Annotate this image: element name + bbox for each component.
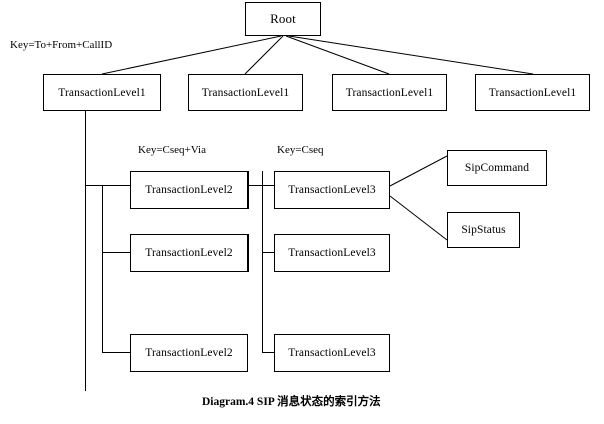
edge-root-to-level1-1 (101, 35, 282, 75)
node-label: TransactionLevel1 (58, 86, 146, 99)
diagram-caption: Diagram.4 SIP 消息状态的索引方法 (202, 396, 381, 408)
node-transactionlevel2-3[interactable]: TransactionLevel2 (130, 334, 248, 372)
node-label: TransactionLevel3 (288, 184, 376, 196)
node-sipcommand[interactable]: SipCommand (447, 150, 547, 186)
node-sipstatus[interactable]: SipStatus (447, 212, 520, 248)
node-transactionlevel3-2[interactable]: TransactionLevel3 (274, 234, 390, 272)
node-transactionlevel1-3[interactable]: TransactionLevel1 (332, 74, 447, 111)
edge-level3-to-sipstatus (389, 195, 448, 241)
key-label-level3: Key=Cseq (277, 144, 324, 156)
node-transactionlevel3-3[interactable]: TransactionLevel3 (274, 334, 390, 372)
node-root-label: Root (270, 11, 296, 26)
edge-level3-to-sipcommand (389, 155, 448, 187)
key-label-level1: Key=To+From+CallID (10, 39, 113, 51)
node-transactionlevel1-2[interactable]: TransactionLevel1 (188, 74, 303, 111)
node-transactionlevel2-2[interactable]: TransactionLevel2 (130, 234, 248, 272)
node-label: TransactionLevel3 (288, 347, 376, 359)
node-label: TransactionLevel1 (345, 86, 434, 99)
node-label: TransactionLevel2 (145, 247, 233, 259)
node-label: TransactionLevel2 (145, 347, 233, 359)
node-transactionlevel3-1[interactable]: TransactionLevel3 (274, 171, 390, 209)
node-transactionlevel2-1[interactable]: TransactionLevel2 (130, 171, 248, 209)
node-transactionlevel1-4[interactable]: TransactionLevel1 (475, 74, 590, 111)
node-root[interactable]: Root (245, 2, 321, 36)
node-label: TransactionLevel2 (145, 184, 233, 196)
node-label: SipCommand (464, 162, 530, 174)
node-label: TransactionLevel3 (288, 247, 376, 259)
key-label-level2: Key=Cseq+Via (138, 144, 206, 156)
edge-root-to-level1-4 (288, 35, 534, 75)
node-transactionlevel1-1[interactable]: TransactionLevel1 (43, 74, 161, 111)
node-label: SipStatus (461, 224, 506, 236)
node-label: TransactionLevel1 (201, 86, 290, 99)
node-label: TransactionLevel1 (488, 86, 577, 99)
edge-root-to-level1-3 (285, 35, 390, 75)
edge-root-to-level1-2 (244, 35, 284, 75)
